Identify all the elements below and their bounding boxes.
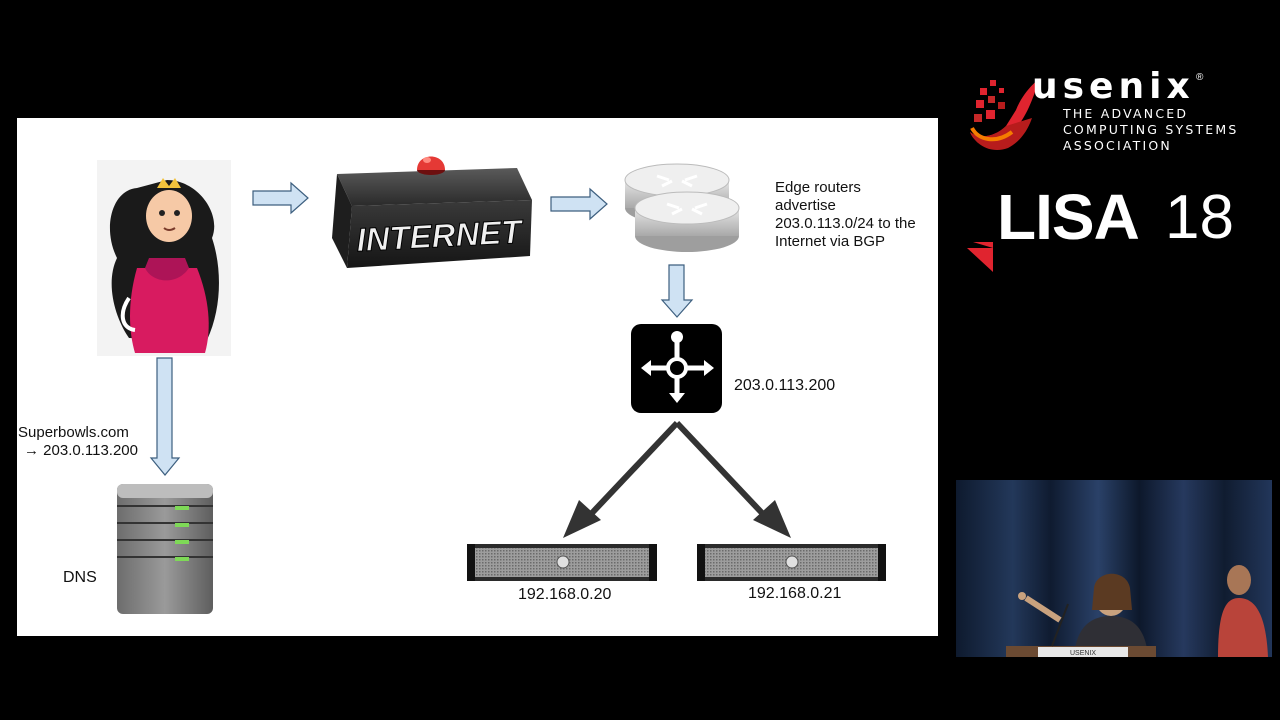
server-left-icon <box>467 544 657 581</box>
speaker-person-icon <box>1018 573 1148 657</box>
usenix-logo-icon <box>970 78 1040 151</box>
usenix-tagline-line: ASSOCIATION <box>1063 138 1172 153</box>
conference-name: LISA <box>997 181 1140 253</box>
edge-routers-line: Edge routers <box>775 179 861 196</box>
server-right-icon <box>697 544 886 581</box>
lisa-corner-mark-icon <box>967 242 993 272</box>
conference-year: 18 <box>1165 183 1234 252</box>
internet-box-icon <box>332 156 532 268</box>
usenix-wordmark: usenix <box>1032 66 1195 107</box>
edge-routers-line: Internet via BGP <box>775 233 886 250</box>
server-left-ip: 192.168.0.20 <box>518 586 612 603</box>
edge-routers-icon <box>624 163 740 252</box>
usenix-tagline-line: THE ADVANCED <box>1063 106 1189 121</box>
dns-record-line: → 203.0.113.200 <box>24 442 138 459</box>
second-person-icon <box>1218 565 1268 657</box>
load-balancer-icon <box>631 324 722 413</box>
edge-routers-text: Edge routers advertise 203.0.113.0/24 to… <box>775 179 916 251</box>
diagram-canvas: INTERNET <box>97 156 886 614</box>
princess-user-icon <box>97 160 231 356</box>
speaker-video-feed: USENIX <box>956 480 1272 657</box>
load-balancer-ip: 203.0.113.200 <box>734 377 836 394</box>
arrow-to-load-balancer <box>660 264 694 318</box>
microphone-icon <box>1051 603 1069 647</box>
dns-label: DNS <box>63 569 97 586</box>
edge-routers-line: 203.0.113.0/24 to the <box>775 215 916 232</box>
registered-mark-icon: ® <box>1196 72 1204 83</box>
dns-server-icon <box>117 484 213 614</box>
distribution-arrows <box>563 420 791 538</box>
speaker-video-frame: USENIX <box>1006 565 1268 657</box>
podium-usenix-text: USENIX <box>1070 650 1096 657</box>
slide: INTERNET <box>17 118 938 636</box>
podium-icon <box>1006 646 1156 657</box>
dns-record-text: Superbowls.com → 203.0.113.200 <box>18 424 138 460</box>
edge-routers-line: advertise <box>775 197 836 214</box>
dns-record-line: Superbowls.com <box>18 424 129 441</box>
usenix-tagline-line: COMPUTING SYSTEMS <box>1063 122 1239 137</box>
internet-box-label: INTERNET <box>356 213 526 259</box>
arrow-to-dns <box>149 357 181 476</box>
arrow-to-routers <box>550 187 608 221</box>
arrow-to-internet <box>252 181 309 215</box>
server-right-ip: 192.168.0.21 <box>748 585 842 602</box>
